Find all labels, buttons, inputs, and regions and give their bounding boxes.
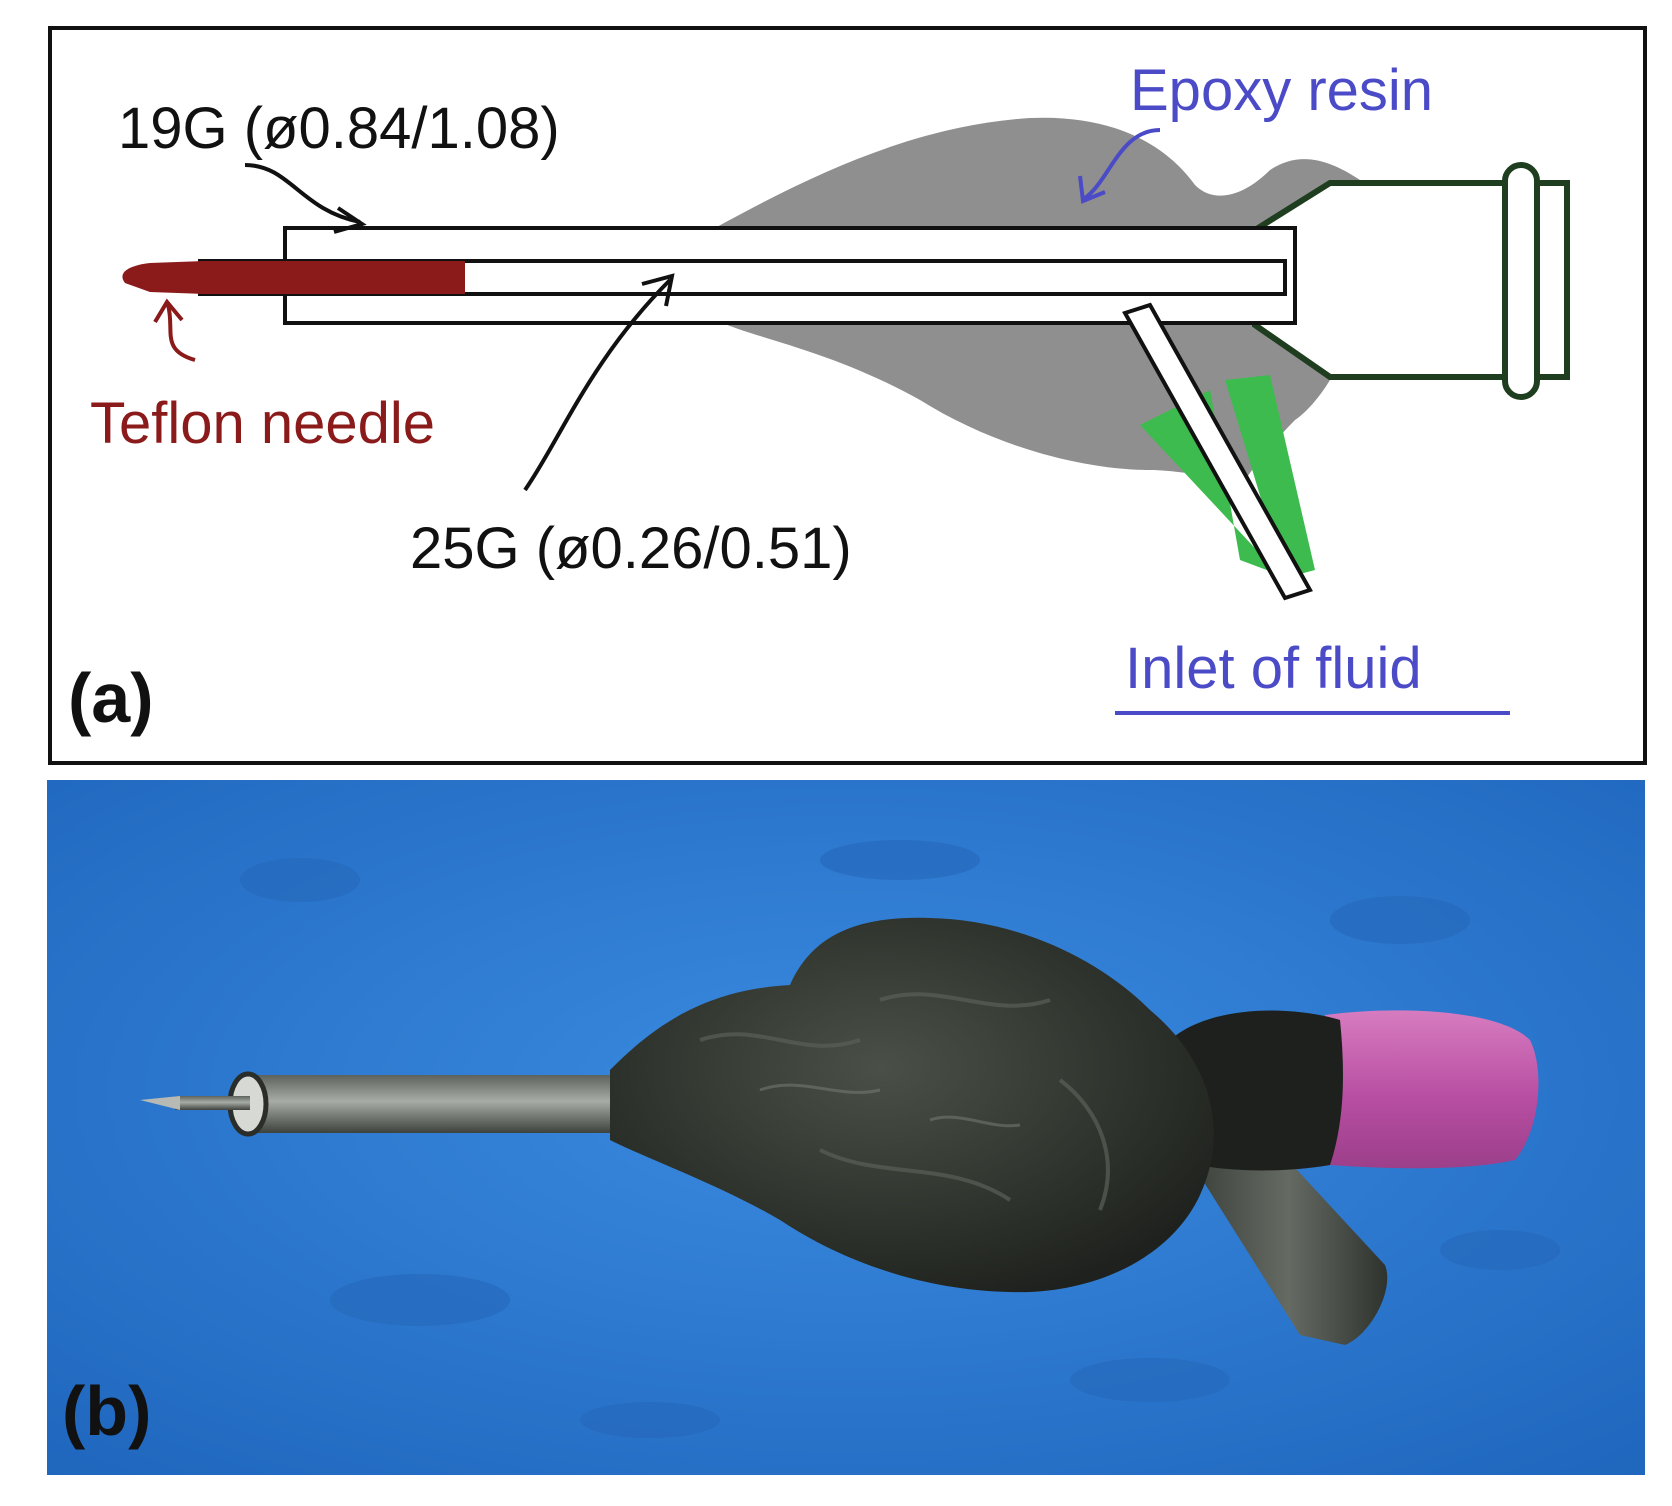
leader-19g bbox=[244, 163, 367, 234]
leader-epoxy bbox=[1078, 128, 1161, 204]
inlet-fitting bbox=[1140, 390, 1280, 575]
label-teflon-needle: Teflon needle bbox=[90, 391, 435, 456]
panel-a-frame bbox=[48, 26, 1647, 765]
teflon-needle-sheath bbox=[200, 261, 465, 294]
photo-outer-needle bbox=[245, 1075, 635, 1133]
photo-blob-highlights bbox=[759, 1083, 1021, 1128]
teflon-needle-tip bbox=[122, 261, 205, 294]
inlet-fitting-right bbox=[1225, 375, 1315, 578]
label-inlet-of-fluid: Inlet of fluid bbox=[1125, 636, 1422, 701]
leader-25g bbox=[523, 273, 675, 492]
inlet-tube bbox=[1122, 302, 1313, 601]
panel-b: (b) bbox=[47, 780, 1645, 1475]
photo-speckle bbox=[240, 840, 1560, 1438]
photo-pink-cap bbox=[1325, 1010, 1539, 1169]
label-epoxy-resin: Epoxy resin bbox=[1130, 58, 1433, 123]
needle-hub bbox=[1252, 162, 1570, 400]
leader-teflon bbox=[153, 298, 196, 362]
panel-a-label: (a) bbox=[68, 659, 154, 737]
photo-inner-needle bbox=[175, 1096, 250, 1110]
panel-b-label: (b) bbox=[62, 1372, 151, 1450]
photo-side-tube bbox=[1190, 1130, 1388, 1345]
photo-needle-tip bbox=[140, 1096, 180, 1110]
label-inner-needle: 25G (ø0.26/0.51) bbox=[410, 516, 852, 581]
photo-epoxy-blob bbox=[610, 917, 1214, 1293]
label-outer-needle: 19G (ø0.84/1.08) bbox=[118, 96, 560, 161]
photo-blob-folds bbox=[699, 992, 1110, 1211]
panel-a: 19G (ø0.84/1.08) 25G (ø0.26/0.51) Teflon… bbox=[48, 26, 1647, 765]
